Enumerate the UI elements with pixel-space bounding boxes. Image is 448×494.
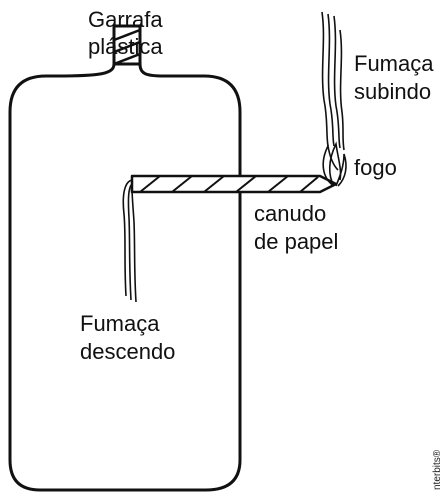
fire-label: fogo (354, 155, 397, 180)
bottle-cap (112, 24, 142, 66)
bottle-body (8, 63, 242, 492)
straw-label-line2: de papel (254, 229, 339, 254)
smoke-down-label-line2: descendo (80, 339, 176, 364)
smoke-down-label-line1: Fumaça (80, 311, 160, 336)
paper-straw (130, 174, 338, 194)
descending-smoke (122, 179, 137, 303)
fire-flame (322, 141, 347, 187)
smoke-up-label-line2: subindo (354, 79, 432, 104)
bottle-label-line2: plástica (88, 34, 163, 59)
bottle-label-line1: Garrafa (88, 7, 163, 32)
rising-smoke (321, 11, 345, 151)
credit-text: nterbits® (432, 449, 443, 490)
straw-label-line1: canudo (254, 201, 327, 226)
smoke-up-label-line1: Fumaça (354, 51, 434, 76)
